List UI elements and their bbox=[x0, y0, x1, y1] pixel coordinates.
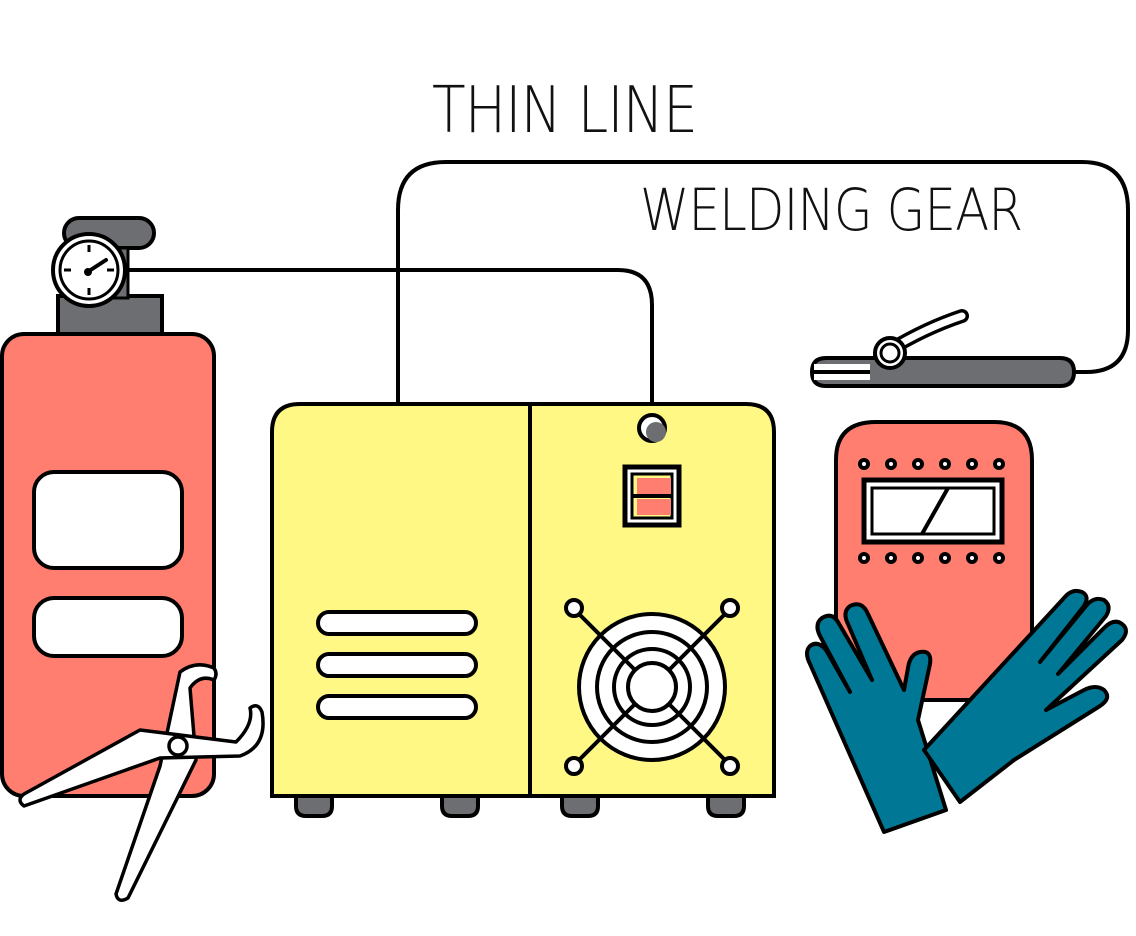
title-line-1: THIN LINE bbox=[432, 74, 698, 148]
pressure-gauge-icon bbox=[51, 232, 127, 308]
machine-vents bbox=[316, 610, 478, 720]
right-glove bbox=[922, 588, 1128, 804]
left-glove bbox=[805, 602, 948, 834]
gas-cylinder bbox=[0, 216, 216, 798]
welding-cable bbox=[396, 160, 1130, 404]
cylinder-label-small bbox=[32, 596, 184, 658]
welding-gloves bbox=[805, 588, 1128, 834]
machine-feet bbox=[294, 794, 746, 818]
gas-hose bbox=[128, 268, 654, 420]
power-switch bbox=[622, 464, 682, 528]
welding-mask bbox=[834, 420, 1034, 702]
cables bbox=[128, 160, 1130, 420]
fan-grille-icon bbox=[564, 598, 740, 776]
welding-machine bbox=[270, 402, 776, 818]
title-line-2: WELDING GEAR bbox=[640, 176, 1023, 244]
cylinder-label-large bbox=[32, 470, 184, 570]
electrode-holder bbox=[809, 309, 1077, 388]
tongs-icon bbox=[18, 663, 265, 902]
